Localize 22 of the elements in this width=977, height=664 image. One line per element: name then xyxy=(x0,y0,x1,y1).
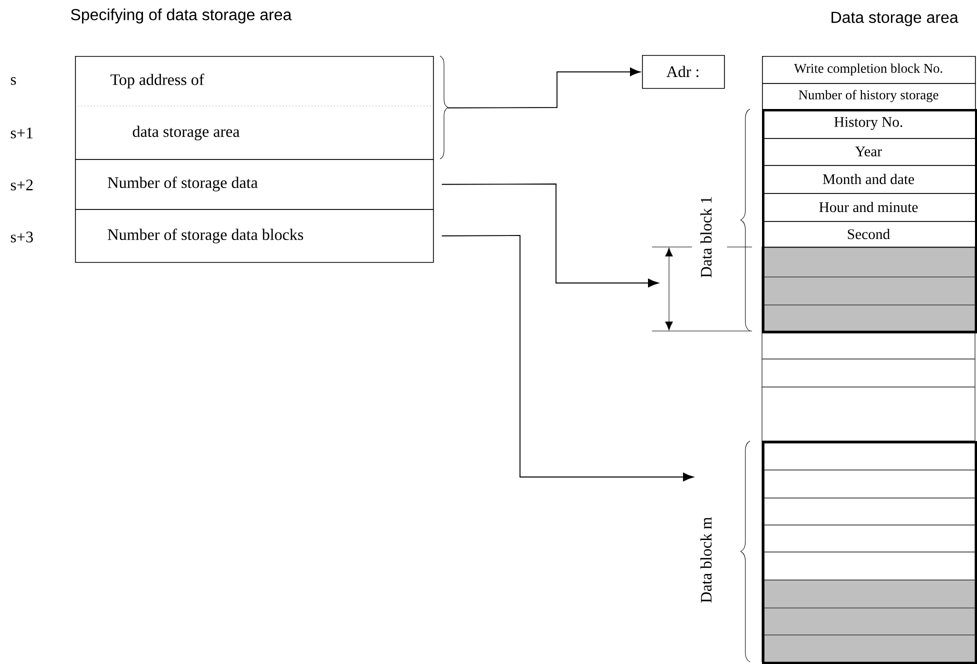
table-row: Number of storage data xyxy=(75,159,434,210)
table-row: Month and date xyxy=(762,165,976,194)
table-row: Number of history storage xyxy=(762,83,976,110)
arrow xyxy=(441,235,694,482)
table-row: History No. xyxy=(762,109,976,139)
table-row: Top address of data storage area xyxy=(75,56,434,160)
arrow xyxy=(441,184,659,288)
table-row: Write completion block No. xyxy=(762,56,976,84)
address-label: s+3 xyxy=(10,232,33,242)
table-row: Year xyxy=(762,138,976,166)
address-box: Adr : xyxy=(642,55,725,89)
table-row: Number of storage data blocks xyxy=(75,209,434,263)
arrow xyxy=(447,68,641,108)
table-row: Hour and minute xyxy=(762,193,976,222)
address-label: s+1 xyxy=(10,128,33,138)
heading: Data storage area xyxy=(832,12,958,26)
heading: Specifying of data storage area xyxy=(71,8,292,24)
block-label: Data block m xyxy=(700,517,712,603)
address-label: s+2 xyxy=(10,180,33,190)
address-label: s xyxy=(10,77,16,85)
table-row: Second xyxy=(762,221,976,248)
block-label: Data block 1 xyxy=(700,197,712,278)
